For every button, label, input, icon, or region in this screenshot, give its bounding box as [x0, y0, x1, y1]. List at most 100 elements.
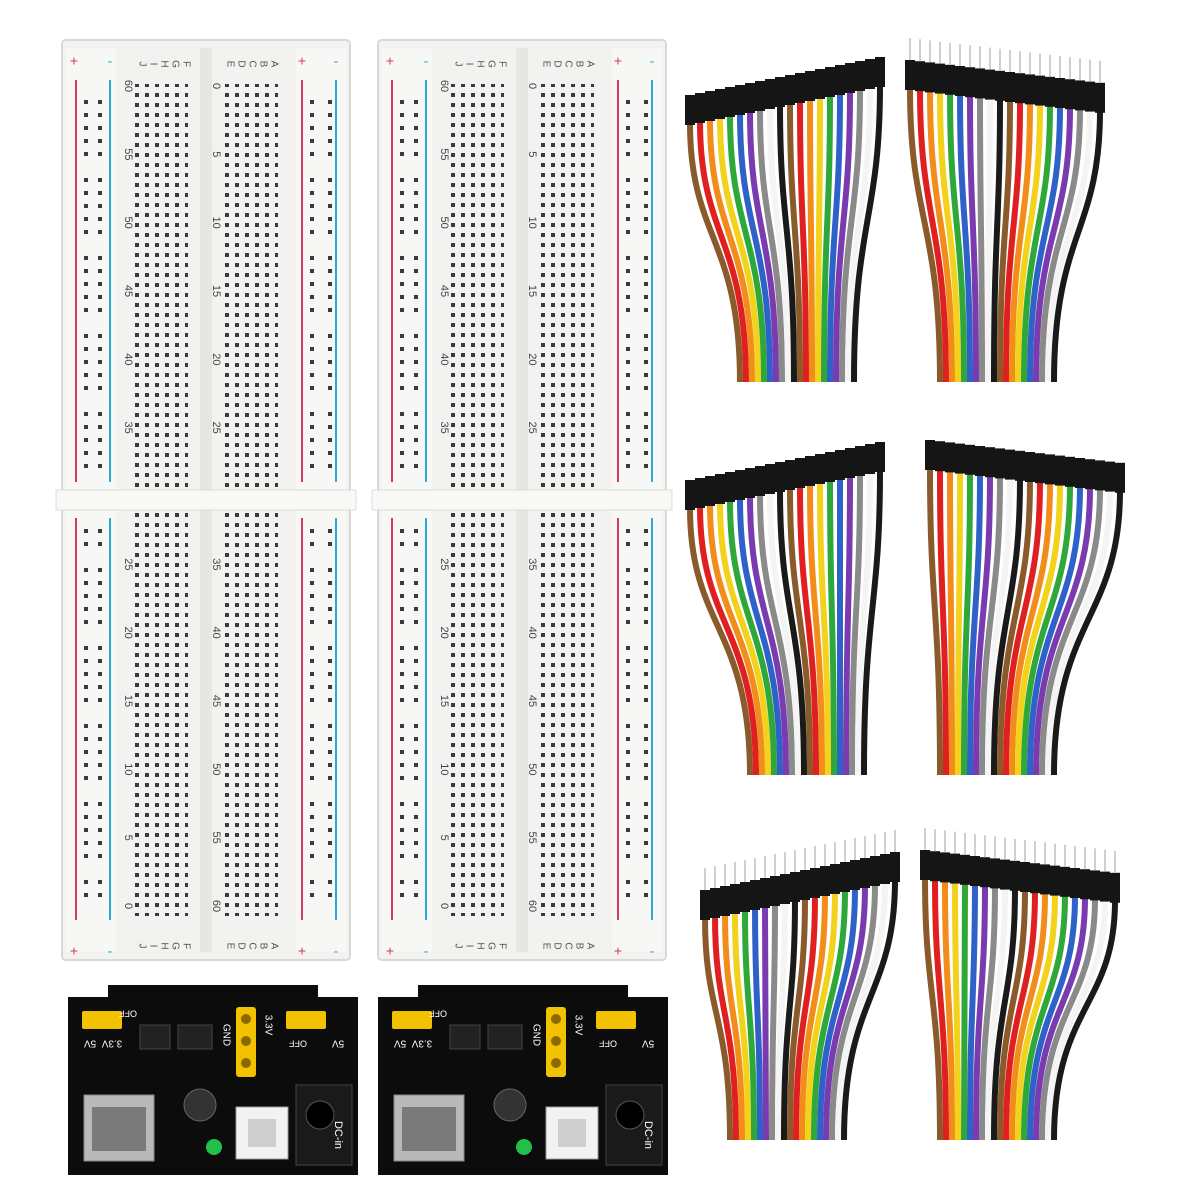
rail-hole — [626, 776, 630, 780]
rail-hole — [84, 451, 88, 455]
wire — [961, 472, 973, 776]
connector-pin — [999, 48, 1001, 71]
wire — [932, 879, 949, 1141]
rail-hole — [98, 568, 102, 572]
wire — [849, 473, 863, 776]
rail-hole — [644, 191, 648, 195]
connector-pin — [814, 846, 816, 868]
rail-hole — [644, 776, 648, 780]
rail-hole — [84, 594, 88, 598]
connector-housing — [715, 89, 725, 119]
connector-housing — [965, 67, 975, 98]
connector-housing — [1070, 868, 1080, 898]
header-pin — [241, 1014, 251, 1024]
rail-hole — [626, 672, 630, 676]
connector-housing — [975, 446, 985, 476]
connector-housing — [995, 70, 1005, 101]
rail-hole — [400, 880, 404, 884]
connector-pin — [924, 828, 926, 850]
column-number: 35 — [438, 422, 450, 434]
connector-housing — [1055, 455, 1065, 486]
column-number: 55 — [122, 148, 134, 160]
connector-housing — [865, 59, 875, 89]
rail-hole — [84, 360, 88, 364]
wire — [777, 489, 807, 776]
rail-hole — [414, 659, 418, 663]
rail-hole — [98, 256, 102, 260]
rail-hole — [644, 451, 648, 455]
wire — [747, 495, 789, 776]
rail-hole — [310, 191, 314, 195]
rail-minus-label: - — [334, 943, 339, 959]
rail-hole — [328, 308, 332, 312]
connector-housing — [815, 454, 825, 484]
wire — [839, 88, 863, 383]
rail-plus-label: + — [298, 943, 306, 959]
connector-housing — [805, 456, 815, 486]
header-pin — [241, 1036, 251, 1046]
label-off: OFF — [599, 1039, 617, 1049]
connector-housing — [685, 95, 695, 125]
rail-hole — [626, 659, 630, 663]
column-number: 0 — [210, 83, 222, 89]
connector-housing — [880, 854, 890, 884]
connector-housing — [740, 882, 750, 912]
row-letter: D — [551, 60, 562, 67]
rail-hole — [400, 802, 404, 806]
connector-housing — [1085, 81, 1095, 112]
rail-hole — [328, 776, 332, 780]
rail-hole — [400, 360, 404, 364]
wire — [757, 108, 785, 383]
rail-hole — [310, 620, 314, 624]
connector-pin — [1074, 846, 1076, 868]
wire — [805, 891, 838, 1141]
rail-hole — [644, 269, 648, 273]
rail-hole — [98, 178, 102, 182]
connector-pin — [919, 39, 921, 62]
wire — [1051, 490, 1123, 776]
connector-pin — [704, 868, 706, 890]
wire — [821, 94, 833, 383]
rail-hole — [98, 594, 102, 598]
rail-hole — [98, 659, 102, 663]
rail-hole — [328, 347, 332, 351]
wire — [827, 92, 843, 383]
rail-hole — [400, 607, 404, 611]
wire — [702, 917, 733, 1141]
rail-hole — [328, 568, 332, 572]
rail-hole — [84, 425, 88, 429]
connector-housing — [1045, 76, 1055, 107]
row-letter: I — [147, 945, 158, 948]
connector-pin — [764, 856, 766, 878]
rail-hole — [414, 763, 418, 767]
connector-housing — [935, 63, 945, 94]
connector-pin — [974, 834, 976, 856]
rail-hole — [626, 451, 630, 455]
wire — [942, 880, 955, 1141]
rail-hole — [400, 204, 404, 208]
connector-housing — [695, 93, 705, 123]
rail-hole — [400, 334, 404, 338]
wire — [997, 99, 1013, 383]
rail-hole — [400, 386, 404, 390]
connector-pin — [954, 831, 956, 854]
connector-housing — [1035, 453, 1045, 484]
rail-hole — [84, 412, 88, 416]
connector-pin — [1044, 842, 1046, 865]
rail-hole — [310, 230, 314, 234]
column-number: 5 — [122, 835, 134, 841]
rail-hole — [84, 880, 88, 884]
rail-hole — [310, 464, 314, 468]
wire — [991, 888, 1018, 1141]
connector-pin — [949, 42, 951, 65]
wire — [1039, 898, 1098, 1141]
connector-housing — [800, 870, 810, 900]
connector-housing — [845, 63, 855, 93]
rail-hole — [310, 750, 314, 754]
rail-hole — [328, 373, 332, 377]
wire — [922, 877, 943, 1141]
connector-housing — [750, 880, 760, 910]
connector-pin — [944, 830, 946, 853]
rail-hole — [84, 178, 88, 182]
